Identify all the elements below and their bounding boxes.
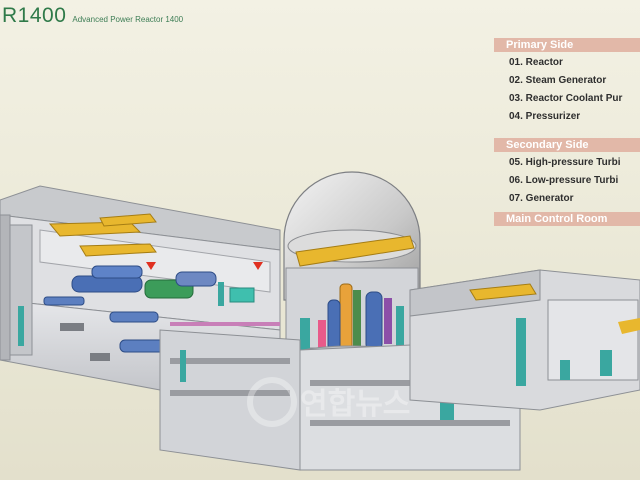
overhead-crane-left xyxy=(48,213,157,257)
turbine-sets xyxy=(18,265,255,361)
component-legend: Primary Side 01. Reactor 02. Steam Gener… xyxy=(494,38,640,226)
legend-list-secondary: 05. High-pressure Turbi 06. Low-pressure… xyxy=(494,152,640,212)
watermark: 연합뉴스 xyxy=(247,377,410,427)
legend-item-reactor: 01. Reactor xyxy=(509,57,563,68)
watermark-text: 연합뉴스 xyxy=(300,387,410,422)
legend-item-low-pressure-turbine: 06. Low-pressure Turbi xyxy=(509,175,619,186)
legend-item-generator: 07. Generator xyxy=(509,193,574,204)
legend-item-reactor-coolant-pump: 03. Reactor Coolant Pur xyxy=(509,93,623,104)
legend-item-pressurizer: 04. Pressurizer xyxy=(509,111,581,122)
legend-item-high-pressure-turbine: 05. High-pressure Turbi xyxy=(509,157,621,168)
diagram-title: R1400 Advanced Power Reactor 1400 xyxy=(2,4,183,28)
title-subtitle: Advanced Power Reactor 1400 xyxy=(72,15,184,24)
legend-item-steam-generator: 02. Steam Generator xyxy=(509,75,607,86)
legend-list-primary: 01. Reactor 02. Steam Generator 03. Reac… xyxy=(494,52,640,130)
title-main: R1400 xyxy=(2,4,67,27)
legend-header-primary: Primary Side xyxy=(494,38,640,52)
legend-header-secondary: Secondary Side xyxy=(494,138,640,152)
right-building xyxy=(409,269,640,411)
legend-header-control-room: Main Control Room xyxy=(494,212,640,226)
